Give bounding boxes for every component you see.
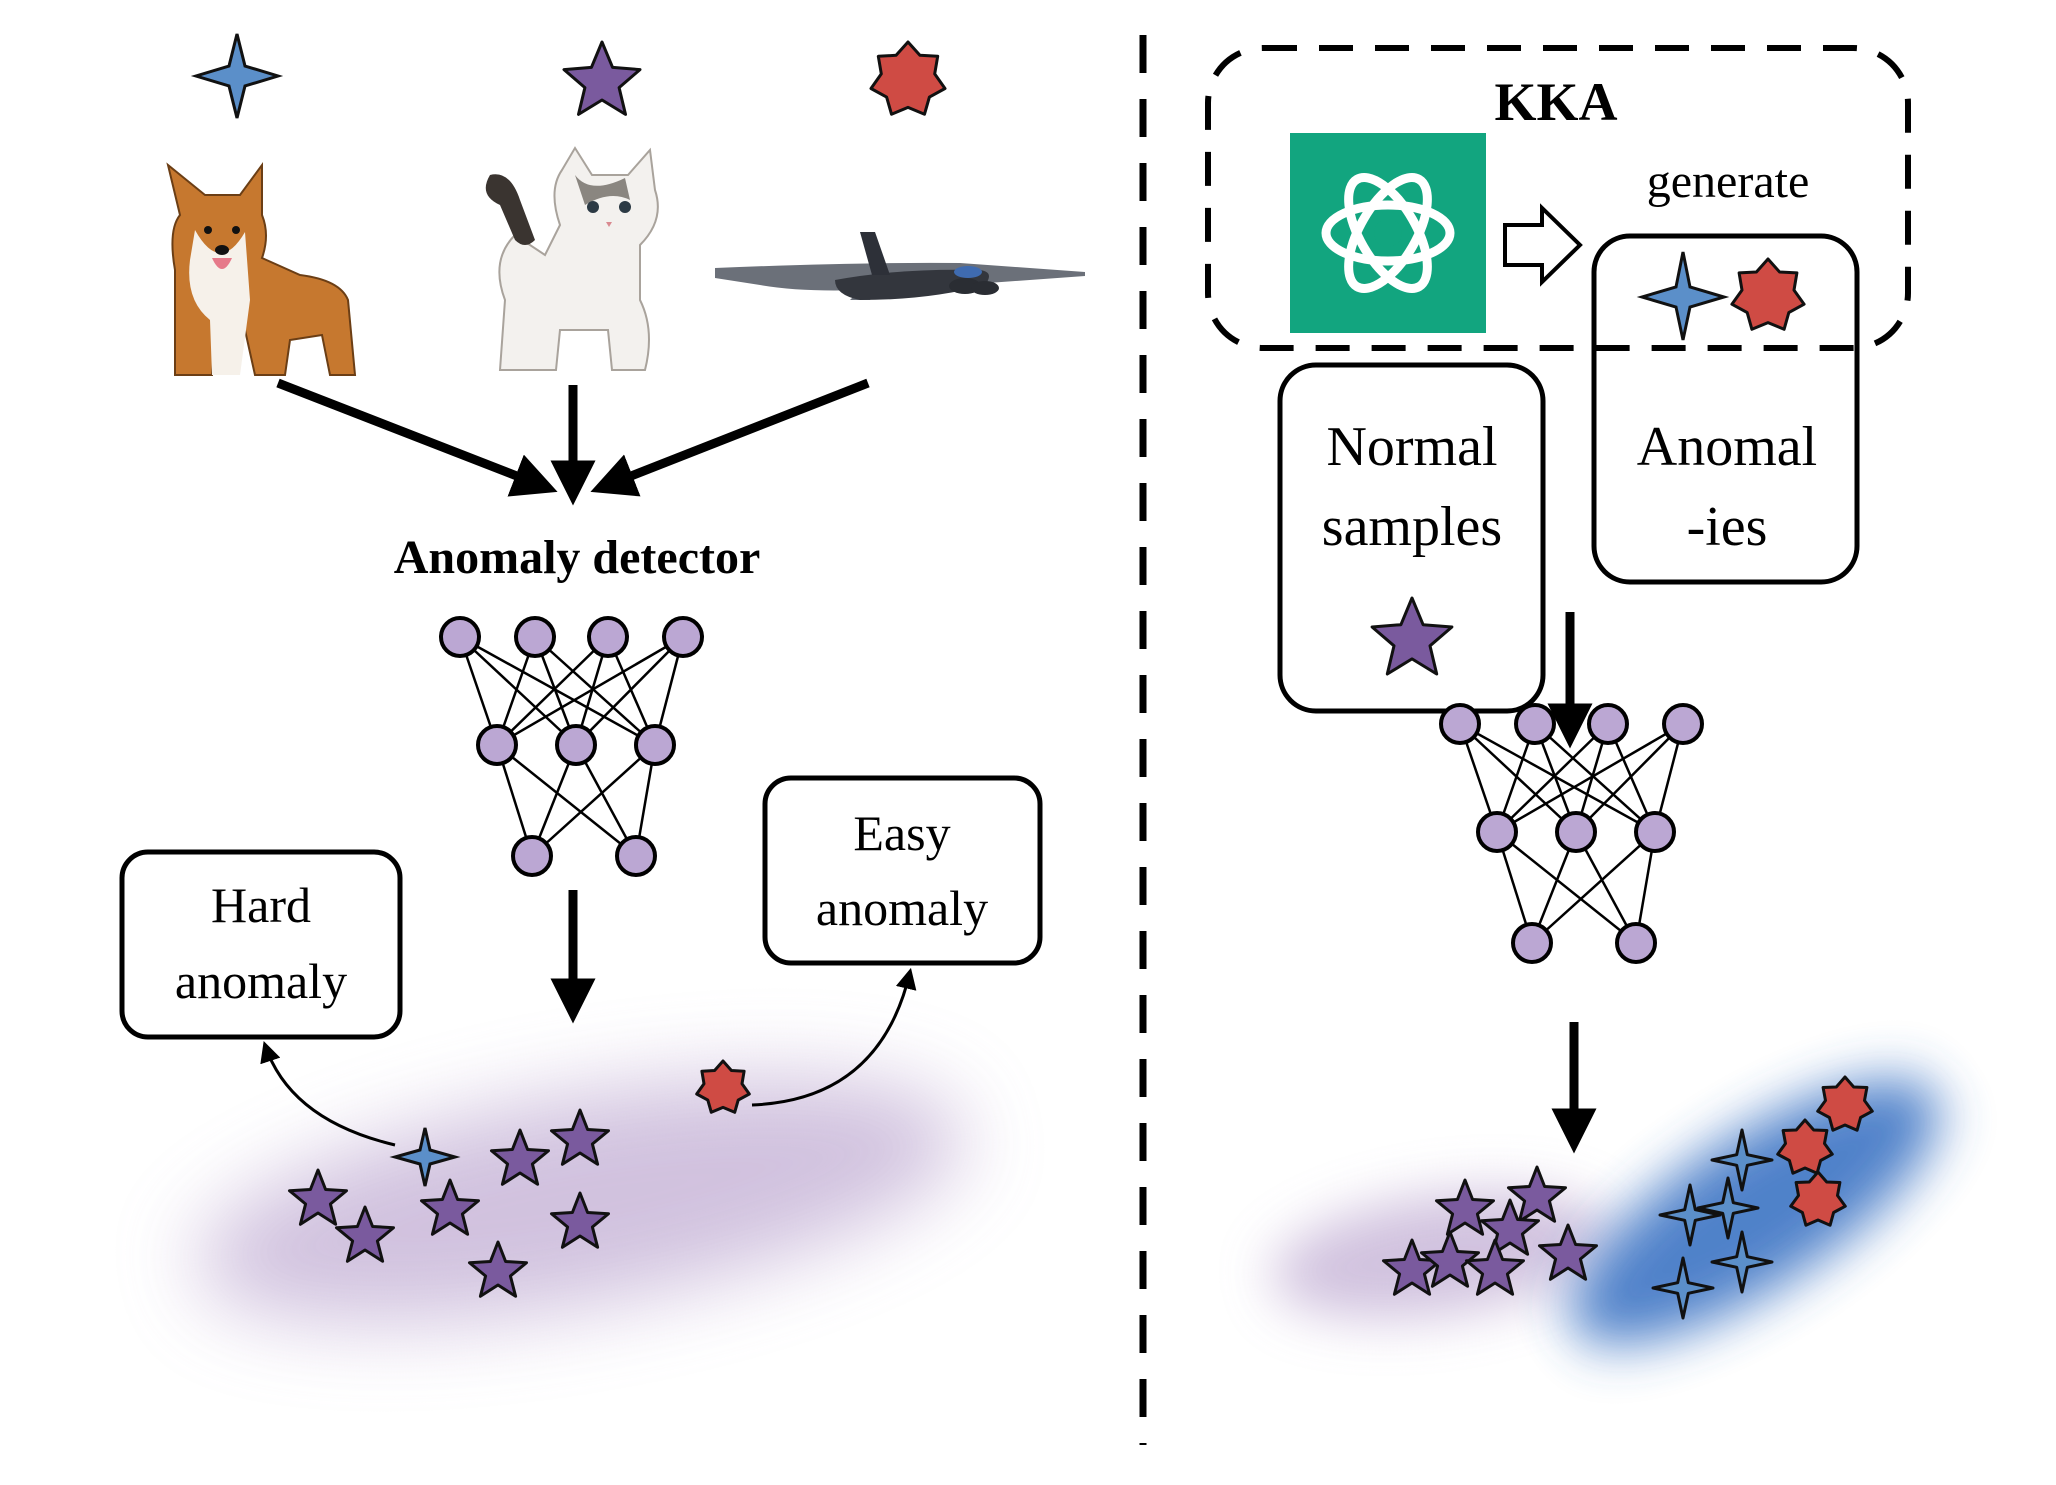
nn-node: [1634, 811, 1676, 853]
normal-point-star: [1507, 1165, 1567, 1223]
nn-edge: [1496, 723, 1609, 833]
svg-text:Anomal: Anomal: [1637, 416, 1817, 478]
normal-stars-right: [1382, 1165, 1598, 1296]
normal-point-star: [1480, 1198, 1540, 1256]
easy-anomaly-box: Easy anomaly: [762, 775, 1043, 966]
anomaly-point-four-star: [1710, 1230, 1774, 1294]
nn-edge: [574, 744, 638, 857]
nn-edge: [531, 744, 656, 857]
easy-anomaly-point: [695, 1059, 751, 1114]
nn-edge: [575, 636, 684, 746]
purple-five-point-star-icon: [562, 40, 642, 116]
svg-text:-ies: -ies: [1687, 496, 1768, 558]
kka-label: KKA: [1494, 72, 1617, 132]
nn-edge: [1459, 723, 1577, 833]
normal-point-star: [288, 1168, 348, 1226]
nn-node: [662, 616, 704, 658]
generate-label: generate: [1647, 155, 1810, 208]
red-seven-point-star-icon: [869, 40, 947, 116]
anomaly-point-four-star: [1651, 1256, 1715, 1320]
normal-point-star: [1420, 1230, 1480, 1288]
normal-stars-left: [288, 1108, 610, 1298]
normal-point-star: [468, 1240, 528, 1298]
normal-point-star: [1538, 1223, 1598, 1281]
normal-point-star: [550, 1108, 610, 1166]
generate-arrow-icon: [1503, 203, 1583, 287]
nn-edge: [1575, 723, 1684, 833]
nn-edge: [1574, 831, 1638, 944]
anomalies-box: Anomal -ies: [1591, 233, 1860, 585]
anomaly-cloud-right: [1570, 1079, 1940, 1345]
generated-anomaly-red-icon: [1730, 257, 1806, 331]
nn-edge: [1531, 831, 1656, 944]
normal-sample-star-icon: [1370, 596, 1454, 676]
svg-text:Hard: Hard: [211, 877, 311, 933]
nn-node: [1615, 922, 1657, 964]
nn-node: [1662, 703, 1704, 745]
anomaly-point-four-star: [1696, 1176, 1760, 1240]
kka-dashed-box: [1205, 45, 1911, 351]
nn-node: [1476, 811, 1518, 853]
nn-node: [439, 616, 481, 658]
nn-edge: [1459, 722, 1656, 834]
nn-node: [1587, 703, 1629, 745]
svg-text:anomaly: anomaly: [816, 880, 988, 936]
nn-edge: [1496, 722, 1684, 834]
kitten-image: [485, 146, 659, 371]
easy-anomaly-arrow: [751, 967, 917, 1107]
nn-node: [1439, 703, 1481, 745]
hard-anomaly-point: [389, 1127, 461, 1187]
nn-node: [476, 724, 518, 766]
normal-point-star: [420, 1178, 480, 1236]
anomaly-point-seven-star: [1789, 1170, 1847, 1227]
nn-edge: [496, 744, 637, 857]
neural-network-right: [1439, 703, 1704, 964]
anomaly-point-seven-star: [1776, 1118, 1834, 1175]
hard-anomaly-arrow: [260, 1041, 396, 1147]
neural-network-left: [439, 616, 704, 877]
svg-text:anomaly: anomaly: [175, 953, 347, 1009]
nn-edge: [496, 635, 684, 747]
nn-edge: [459, 636, 577, 746]
anomaly-point-four-star: [1710, 1128, 1774, 1192]
nn-node: [1555, 811, 1597, 853]
blue-four-point-star-icon: [190, 33, 284, 119]
anomaly-blue-stars-right: [1651, 1128, 1774, 1320]
normal-point-star: [550, 1191, 610, 1249]
normal-point-star: [490, 1128, 550, 1186]
svg-text:samples: samples: [1322, 496, 1502, 558]
nn-node: [1511, 922, 1553, 964]
nn-node: [511, 835, 553, 877]
nn-node: [1514, 703, 1556, 745]
nn-edge: [1534, 723, 1656, 833]
normal-point-star: [1435, 1178, 1495, 1236]
nn-edge: [459, 635, 656, 747]
airplane-image: [715, 232, 1085, 300]
detector-label: Anomaly detector: [394, 531, 761, 584]
anomaly-point-four-star: [1658, 1183, 1722, 1247]
nn-node: [587, 616, 629, 658]
hard-anomaly-box: Hard anomaly: [119, 849, 403, 1040]
anomaly-point-seven-star: [1816, 1075, 1874, 1132]
nn-edge: [1496, 831, 1637, 944]
corgi-dog-image: [166, 161, 357, 376]
input-arrows: [276, 378, 870, 506]
nn-node: [555, 724, 597, 766]
nn-edge: [496, 636, 609, 746]
normal-point-star: [1465, 1238, 1525, 1296]
nn-node: [634, 724, 676, 766]
anomaly-red-stars-right: [1776, 1075, 1874, 1227]
svg-text:Normal: Normal: [1326, 416, 1497, 478]
nn-edge: [534, 636, 656, 746]
nn-node: [615, 835, 657, 877]
normal-point-star: [335, 1205, 395, 1263]
svg-text:Easy: Easy: [853, 805, 950, 861]
nn-node: [514, 616, 556, 658]
openai-logo-icon: [1290, 133, 1486, 333]
normal-samples-box: Normal samples: [1277, 362, 1546, 714]
